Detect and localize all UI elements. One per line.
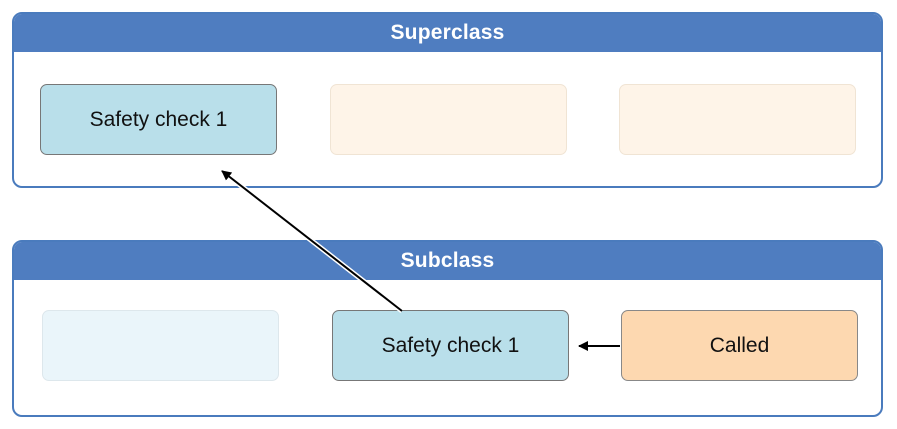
superclass-header: Superclass — [14, 14, 881, 52]
superclass-cell-1: Safety check 1 — [40, 84, 277, 155]
superclass-box: Superclass Safety check 1 — [12, 12, 883, 188]
superclass-cell-2 — [330, 84, 567, 155]
subclass-cell-2: Safety check 1 — [332, 310, 569, 381]
subclass-header: Subclass — [14, 242, 881, 280]
subclass-box: Subclass Safety check 1 Called — [12, 240, 883, 417]
superclass-cell-3 — [619, 84, 856, 155]
subclass-cell-1 — [42, 310, 279, 381]
subclass-cell-3: Called — [621, 310, 858, 381]
